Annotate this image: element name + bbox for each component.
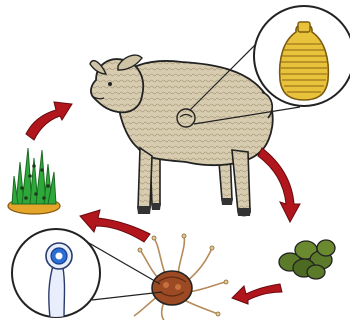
sheep-host-icon	[90, 55, 273, 216]
arrow-mite-to-grass	[80, 210, 150, 242]
arrow-grass-to-host	[26, 102, 72, 140]
arrow-host-to-eggs	[258, 148, 300, 222]
egg-cluster-icon	[279, 240, 335, 279]
arrow-eggs-to-mite	[232, 284, 282, 304]
grass-tuft-icon	[8, 148, 60, 214]
callout-line-mite-bottom	[92, 292, 162, 300]
cysticercoid-zoom	[12, 229, 100, 318]
proglottid-zoom	[254, 6, 350, 106]
